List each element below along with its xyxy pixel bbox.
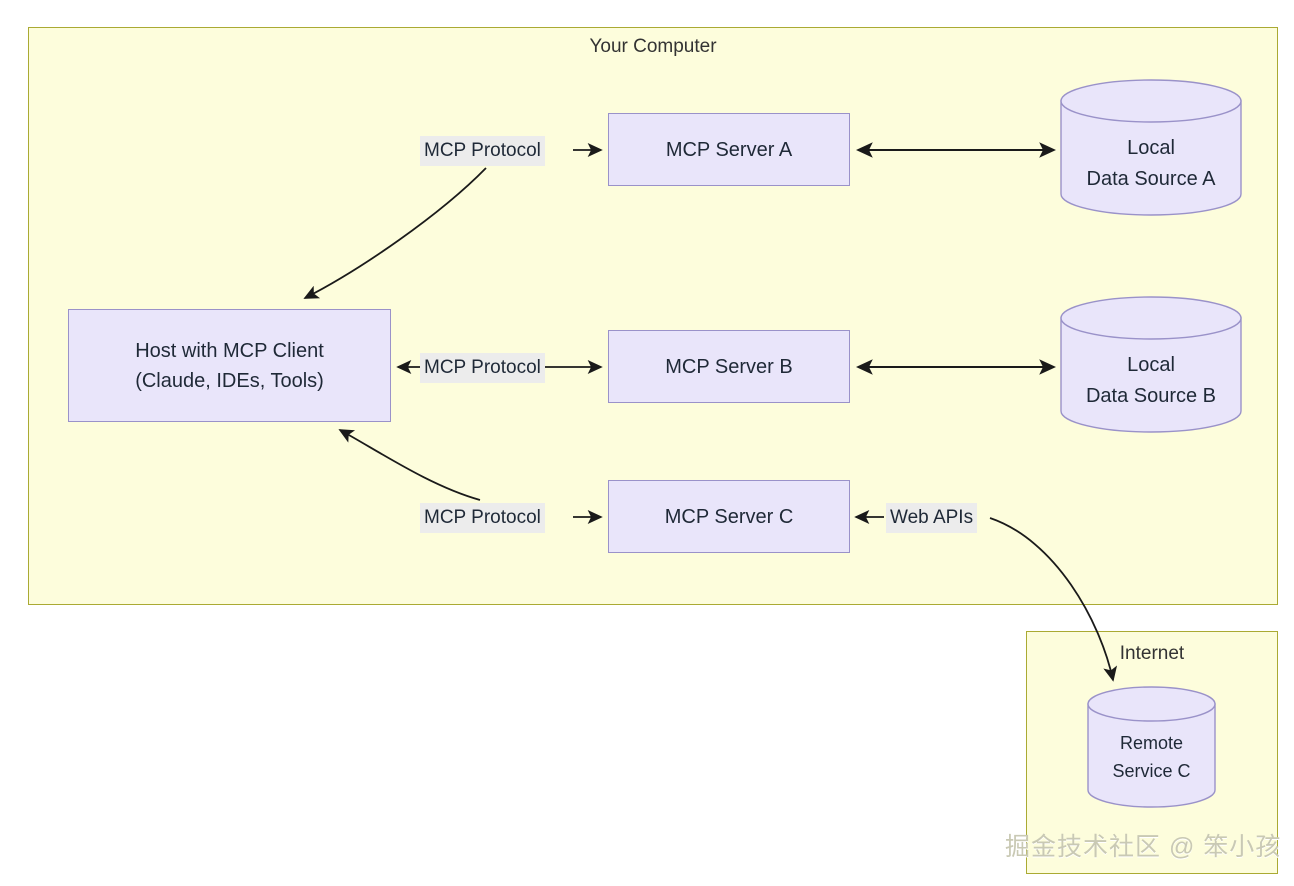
- container-internet-title: Internet: [1119, 643, 1185, 664]
- node-local-data-source-a[interactable]: Local Data Source A: [1060, 79, 1242, 216]
- node-mcp-server-a[interactable]: MCP Server A: [608, 113, 850, 186]
- node-host-label-line2: (Claude, IDEs, Tools): [135, 369, 324, 392]
- node-mcp-server-c[interactable]: MCP Server C: [608, 480, 850, 553]
- node-mcp-server-b-label: MCP Server B: [665, 355, 793, 378]
- node-mcp-server-c-label: MCP Server C: [664, 505, 794, 528]
- node-host-label-line1: Host with MCP Client: [135, 339, 324, 362]
- container-your-computer-title: Your Computer: [589, 36, 717, 57]
- cylinder-shape-icon: [1060, 296, 1242, 433]
- edge-label-mcp-protocol-c: MCP Protocol: [420, 503, 545, 533]
- node-remote-service-c-label: Remote Service C: [1087, 729, 1216, 785]
- edge-label-mcp-protocol-a: MCP Protocol: [420, 136, 545, 166]
- cylinder-shape-icon: [1060, 79, 1242, 216]
- node-remote-service-c-line1: Remote: [1119, 733, 1184, 753]
- node-remote-service-c-line2: Service C: [1112, 761, 1191, 781]
- cylinder-shape-icon: [1087, 686, 1216, 808]
- node-local-data-source-a-label: Local Data Source A: [1060, 133, 1242, 195]
- node-local-data-source-b-line2: Data Source B: [1085, 385, 1217, 407]
- node-local-data-source-b[interactable]: Local Data Source B: [1060, 296, 1242, 433]
- edge-label-mcp-protocol-b: MCP Protocol: [420, 353, 545, 383]
- node-host-with-mcp-client[interactable]: Host with MCP Client (Claude, IDEs, Tool…: [68, 309, 391, 422]
- node-local-data-source-b-line1: Local: [1127, 354, 1175, 376]
- node-remote-service-c[interactable]: Remote Service C: [1087, 686, 1216, 808]
- watermark-text: 掘金技术社区 @ 笨小孩: [1005, 833, 1282, 861]
- node-mcp-server-a-label: MCP Server A: [665, 138, 793, 161]
- node-local-data-source-b-label: Local Data Source B: [1060, 350, 1242, 412]
- edge-label-web-apis: Web APIs: [886, 503, 978, 533]
- node-mcp-server-b[interactable]: MCP Server B: [608, 330, 850, 403]
- node-local-data-source-a-line2: Data Source A: [1086, 168, 1216, 190]
- node-local-data-source-a-line1: Local: [1127, 137, 1175, 159]
